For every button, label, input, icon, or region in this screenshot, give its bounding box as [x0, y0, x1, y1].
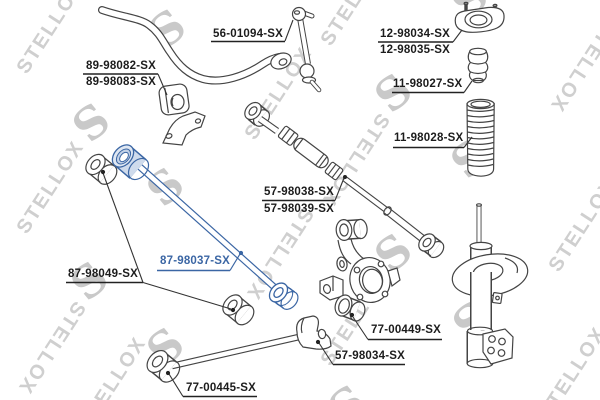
label-trailing-arm[interactable]: 77-00445-SX: [186, 382, 256, 394]
strut-assembly-part: [451, 203, 529, 369]
label-stabilizer-link[interactable]: 56-01094-SX: [213, 28, 283, 40]
label-track-control-rod[interactable]: 87-98037-SX: [160, 255, 230, 267]
arm-bushing-part-1: [85, 153, 118, 185]
label-lateral-rod-a[interactable]: 57-98038-SX: [264, 186, 334, 198]
knuckle-part: [319, 218, 401, 322]
label-arm-bracket[interactable]: 57-98034-SX: [335, 350, 405, 362]
label-stabilizer-bushing-a[interactable]: 89-98082-SX: [86, 60, 156, 72]
label-arm-bushing[interactable]: 87-98049-SX: [68, 268, 138, 280]
strut-mount-part: [454, 1, 505, 33]
lateral-rod-assembly: [244, 101, 445, 259]
trailing-arm-part: [146, 333, 300, 383]
stabilizer-bushing-part: [158, 83, 190, 116]
label-strut-mount-a[interactable]: 12-98034-SX: [380, 28, 450, 40]
track-control-rod-part[interactable]: [108, 141, 301, 313]
leader-lines: [100, 19, 473, 397]
stabilizer-bar: [98, 6, 292, 85]
bump-stop-part: [467, 47, 489, 84]
stabilizer-link-part: [291, 6, 322, 93]
arm-bushing-part-2: [222, 294, 255, 326]
label-strut-mount-b[interactable]: 12-98035-SX: [380, 44, 450, 56]
label-knuckle-bushing[interactable]: 77-00449-SX: [371, 324, 441, 336]
label-stabilizer-bushing-b[interactable]: 89-98083-SX: [86, 76, 156, 88]
label-underlines: [66, 40, 464, 398]
stabilizer-bracket-part: [162, 111, 206, 146]
label-dust-boot[interactable]: 11-98028-SX: [394, 132, 464, 144]
dust-boot-part: [466, 98, 495, 177]
arm-bracket-part: [296, 315, 332, 350]
label-lateral-rod-b[interactable]: 57-98039-SX: [264, 203, 334, 215]
label-bump-stop[interactable]: 11-98027-SX: [393, 78, 463, 90]
